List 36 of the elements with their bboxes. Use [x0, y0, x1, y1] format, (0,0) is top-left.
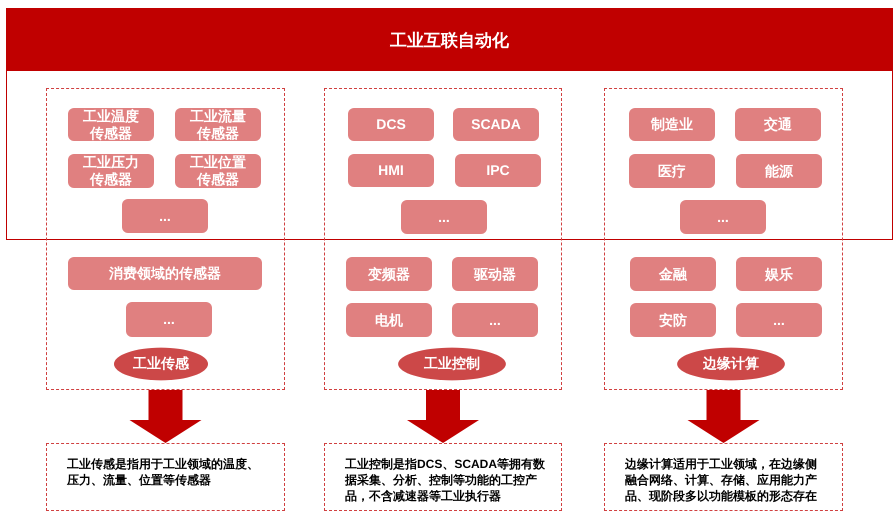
item-box: 工业位置传感器 — [175, 154, 261, 188]
item-box: 驱动器 — [452, 257, 538, 291]
down-arrow — [407, 390, 479, 443]
item-box: HMI — [348, 154, 434, 187]
down-arrow — [688, 390, 760, 443]
item-box: ... — [452, 303, 538, 337]
description-box: 边缘计算适用于工业领域，在边缘侧融合网络、计算、存储、应用能力产品、现阶段多以功能模板的形态存在 — [604, 443, 843, 511]
item-box: 变频器 — [346, 257, 432, 291]
item-box: 医疗 — [629, 154, 715, 188]
item-box: ... — [122, 199, 208, 233]
description-box: 工业控制是指DCS、SCADA等拥有数据采集、分析、控制等功能的工控产品，不含减速器等工业执行器 — [324, 443, 562, 511]
item-box: DCS — [348, 108, 434, 141]
category-ellipse: 工业传感 — [113, 347, 209, 381]
item-box: 工业流量传感器 — [175, 108, 261, 141]
item-box: 安防 — [630, 303, 716, 337]
item-box: 交通 — [735, 108, 821, 141]
item-box: 消费领域的传感器 — [68, 257, 262, 290]
item-box: IPC — [455, 154, 541, 187]
item-box: ... — [736, 303, 822, 337]
frame-panel — [6, 8, 893, 240]
item-box: 娱乐 — [736, 257, 822, 291]
item-box: 金融 — [630, 257, 716, 291]
item-box: SCADA — [453, 108, 539, 141]
down-arrow — [130, 390, 202, 443]
item-box: ... — [401, 200, 487, 234]
item-box: 工业压力传感器 — [68, 154, 154, 188]
item-box: 电机 — [346, 303, 432, 337]
category-ellipse: 边缘计算 — [676, 347, 786, 381]
item-box: ... — [680, 200, 766, 234]
title-bar: 工业互联自动化 — [7, 9, 892, 71]
item-box: 能源 — [736, 154, 822, 188]
description-box: 工业传感是指用于工业领域的温度、压力、流量、位置等传感器 — [46, 443, 285, 511]
item-box: ... — [126, 302, 212, 337]
item-box: 制造业 — [629, 108, 715, 141]
item-box: 工业温度传感器 — [68, 108, 154, 141]
category-ellipse: 工业控制 — [397, 347, 507, 381]
